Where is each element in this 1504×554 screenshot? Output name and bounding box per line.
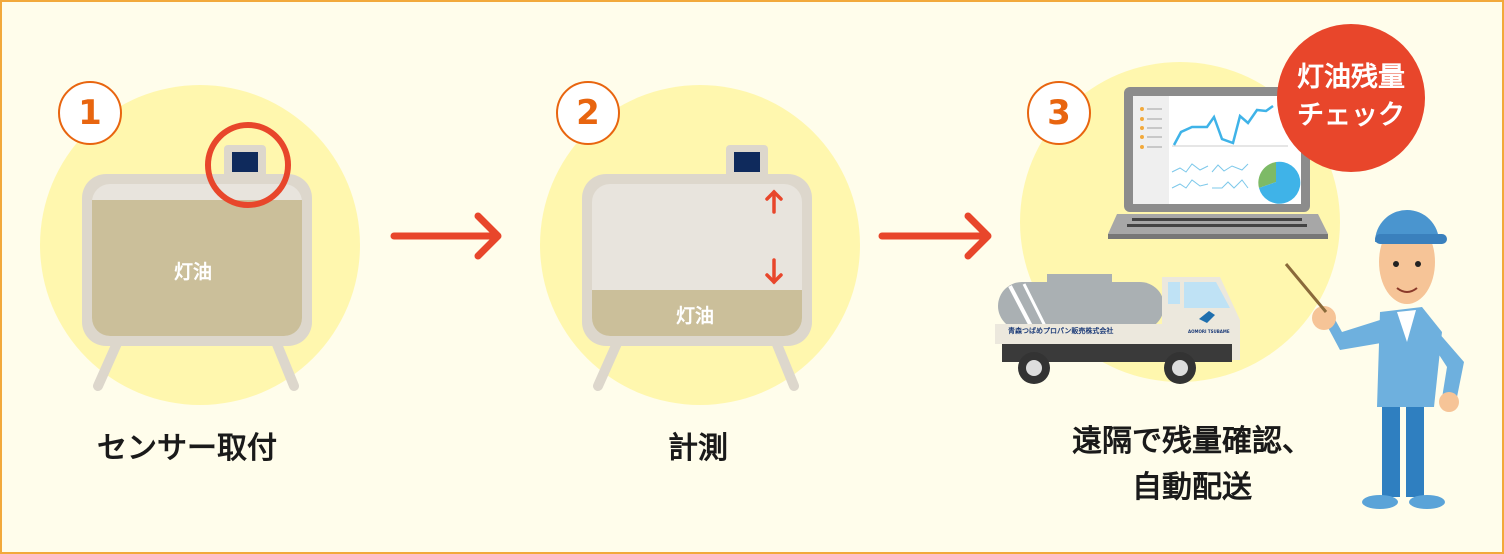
arrow-right-icon — [390, 212, 502, 260]
badge-line-1: 灯油残量 — [1297, 62, 1405, 93]
arrow-up-icon — [765, 189, 783, 214]
step-number-1: 1 — [58, 81, 122, 145]
sensor-icon — [232, 152, 258, 172]
tank-1 — [82, 122, 312, 391]
highlight-circle — [205, 122, 291, 208]
tank-2-label: 灯油 — [676, 305, 715, 327]
step-3-label-line-1: 遠隔で残量確認、 — [1072, 424, 1312, 459]
arrow-right-icon — [878, 212, 992, 260]
tank-1-label: 灯油 — [174, 261, 213, 283]
badge-circle — [1277, 24, 1425, 172]
arrow-down-icon — [765, 258, 783, 285]
worker-character-icon — [1284, 210, 1464, 509]
oil-level — [592, 290, 802, 336]
step-1-label: センサー取付 — [97, 431, 277, 466]
sensor-icon — [734, 152, 760, 172]
step-number-2: 2 — [556, 81, 620, 145]
delivery-truck-icon — [995, 274, 1240, 384]
step-3-label-line-2: 自動配送 — [1132, 470, 1252, 505]
tank-2 — [582, 145, 812, 391]
remaining-check-badge: 灯油残量 チェック — [1277, 59, 1425, 135]
truck-logo-text: AOMORI TSUBAME — [1188, 329, 1230, 334]
laptop-dashboard-icon — [1108, 87, 1328, 239]
step-number-3: 3 — [1027, 81, 1091, 145]
truck-company-text: 青森つばめプロパン販売株式会社 — [1008, 327, 1114, 335]
badge-line-2: チェック — [1297, 100, 1405, 131]
step-2-label: 計測 — [668, 431, 728, 466]
oil-level — [92, 200, 302, 336]
